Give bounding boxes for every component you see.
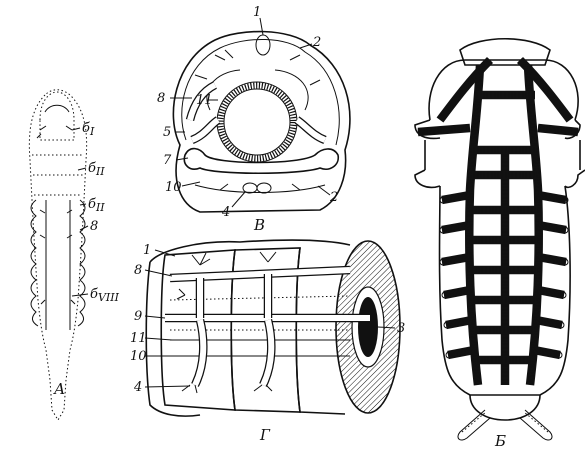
label-8: 8 <box>157 91 165 106</box>
label-11: 11 <box>196 93 213 108</box>
label-5: 5 <box>163 125 171 140</box>
label-1: 1 <box>253 5 261 20</box>
label-b3: бII <box>88 197 105 214</box>
panel-b-cross-section: 1 2 8 11 5 7 10 2 4 В <box>157 5 351 234</box>
panel-a-larva: бI бII бII 8 бVIII А <box>28 89 120 421</box>
caption-b: В <box>253 216 265 234</box>
label-4: 4 <box>221 205 230 220</box>
larva-gill-lobes-left <box>30 199 47 330</box>
label-11: 11 <box>130 331 147 346</box>
label-10: 10 <box>165 180 182 195</box>
caption-a: А <box>53 380 65 398</box>
label-2b: 2 <box>329 190 338 205</box>
larva-gill-lobes-right <box>69 199 86 330</box>
spiracles <box>439 196 569 359</box>
caption-g: Г <box>259 426 271 444</box>
panel-bb-larva-dorsal: Б <box>414 37 585 450</box>
label-3: 3 <box>397 321 405 336</box>
label-4: 4 <box>133 380 142 395</box>
label-1: 1 <box>143 243 151 258</box>
label-b1: бI <box>82 121 95 138</box>
label-b8: бVIII <box>90 287 120 304</box>
label-b2: бII <box>88 161 105 178</box>
panel-g-segments: 1 8 9 11 10 4 3 Г <box>130 239 405 444</box>
label-8: 8 <box>134 263 142 278</box>
label-7: 7 <box>163 153 172 168</box>
label-8: 8 <box>90 219 98 234</box>
label-2a: 2 <box>312 35 321 50</box>
caption-bb: Б <box>494 432 506 450</box>
label-9: 9 <box>134 309 142 324</box>
label-10: 10 <box>130 349 147 364</box>
